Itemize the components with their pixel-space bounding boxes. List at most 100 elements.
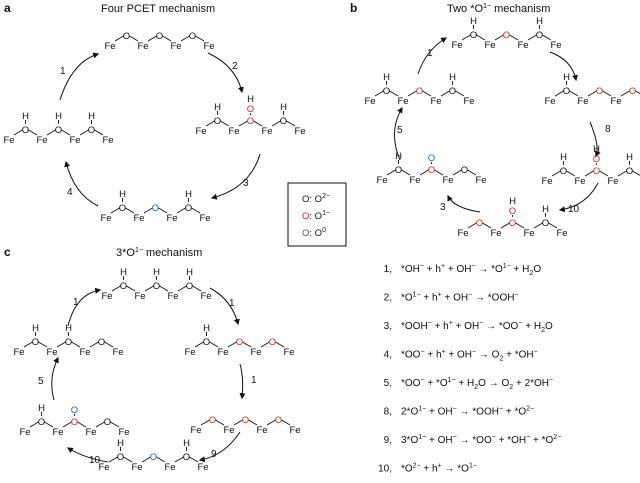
o-atom: O xyxy=(214,116,221,127)
panel-a-letter: a xyxy=(4,1,11,15)
fe-atom: Fe xyxy=(190,425,201,436)
o-atom: O xyxy=(383,86,390,97)
arrow-a-3 xyxy=(210,153,261,200)
fe-atom: Fe xyxy=(294,126,305,137)
fe-atom: Fe xyxy=(85,427,96,438)
fe-atom: Fe xyxy=(490,228,501,239)
fe-atom: Fe xyxy=(364,96,375,107)
fe-atom: Fe xyxy=(550,40,561,51)
fe-atom: Fe xyxy=(544,96,555,107)
step-c-1b: 1 xyxy=(229,298,235,309)
o-atom: O xyxy=(98,337,105,348)
o-atom: O xyxy=(461,165,468,176)
fe-atom: Fe xyxy=(376,175,387,186)
equation: *O1− + h+ + OH− → *OOH− xyxy=(401,292,519,304)
step-a-1: 1 xyxy=(60,66,66,77)
equation-number: 2, xyxy=(384,293,392,304)
o-atom: O xyxy=(247,116,254,127)
arrow-c-1b xyxy=(209,287,240,326)
legend-item: O: O0 xyxy=(302,227,326,239)
h-atom: H xyxy=(183,438,190,449)
o-atom: O xyxy=(629,86,636,97)
panel-c-title: 3*O1− mechanism xyxy=(116,247,202,259)
o-atom: O xyxy=(470,30,477,41)
o-atom: O xyxy=(88,125,95,136)
equation: *OOH− + h+ + OH− → *OO− + H2O xyxy=(401,320,553,334)
o-atom: O xyxy=(104,417,111,428)
o-atom: O xyxy=(395,165,402,176)
panel-b-title: Two *O1− mechanism xyxy=(447,3,550,15)
o-atom: O xyxy=(428,165,435,176)
o-atom-peroxo: O xyxy=(509,206,516,217)
equation: *OO− + *O1− + H2O → O2 + 2*OH− xyxy=(401,377,553,391)
o-atom: O xyxy=(119,203,126,214)
o-atom: O xyxy=(449,86,456,97)
fe-atom: Fe xyxy=(98,462,109,473)
h-atom: H xyxy=(120,267,127,278)
fe-atom: Fe xyxy=(170,41,181,52)
fe-atom: Fe xyxy=(574,176,585,187)
o-atom: O xyxy=(626,166,633,177)
fe-atom: Fe xyxy=(137,41,148,52)
step-c-5: 5 xyxy=(38,376,44,387)
step-b-10: 10 xyxy=(568,204,580,215)
o-atom: O xyxy=(189,31,196,42)
fe-atom: Fe xyxy=(457,228,468,239)
o-atom-peroxo: O xyxy=(428,153,435,164)
o-atom: O xyxy=(55,125,62,136)
fe-atom: Fe xyxy=(134,291,145,302)
arrow-c-9 xyxy=(198,431,241,463)
o-atom: O xyxy=(22,125,29,136)
o-atom: O xyxy=(476,218,483,229)
step-b-5: 5 xyxy=(397,125,403,136)
step-a-3: 3 xyxy=(243,178,249,189)
panel-c-letter: c xyxy=(4,245,11,259)
step-c-10: 10 xyxy=(89,455,101,466)
fe-atom: Fe xyxy=(46,347,57,358)
h-atom: H xyxy=(509,196,516,207)
o-atom: O xyxy=(203,337,210,348)
step-c-1a: 1 xyxy=(73,297,79,308)
h-atom: H xyxy=(186,267,193,278)
step-c-9: 9 xyxy=(211,449,217,460)
step-b-1: 1 xyxy=(427,48,433,59)
fe-atom: Fe xyxy=(484,40,495,51)
fe-atom: Fe xyxy=(102,135,113,146)
o-atom: O xyxy=(503,30,510,41)
o-atom: O xyxy=(416,86,423,97)
arrow-b-top-right xyxy=(558,182,599,213)
h-atom: H xyxy=(119,189,126,200)
fe-atom: Fe xyxy=(409,175,420,186)
arrow-b-10 xyxy=(589,121,601,158)
o-atom: O xyxy=(152,203,159,214)
h-atom: H xyxy=(563,72,570,83)
h-atom: H xyxy=(153,267,160,278)
o-atom: O xyxy=(153,281,160,292)
h-atom: H xyxy=(203,323,210,334)
h-atom: H xyxy=(65,323,72,334)
equation: *OH− + h+ + OH− → *O1− + H2O xyxy=(401,263,541,277)
panel-a-title: Four PCET mechanism xyxy=(101,3,215,15)
fe-atom: Fe xyxy=(610,96,621,107)
fe-atom: Fe xyxy=(36,135,47,146)
reaction-arrows xyxy=(51,37,601,463)
arrow-a-2 xyxy=(207,52,244,94)
step-b-3: 3 xyxy=(440,202,446,213)
fe-atom: Fe xyxy=(223,425,234,436)
fe-atom: Fe xyxy=(197,462,208,473)
fe-atom: Fe xyxy=(13,347,24,358)
o-atom: O xyxy=(32,337,39,348)
fe-atom: Fe xyxy=(101,291,112,302)
h-atom: H xyxy=(560,152,567,163)
arrow-b-8 xyxy=(549,51,578,82)
o-atom: O xyxy=(275,415,282,426)
panel-b-letter: b xyxy=(350,1,357,15)
